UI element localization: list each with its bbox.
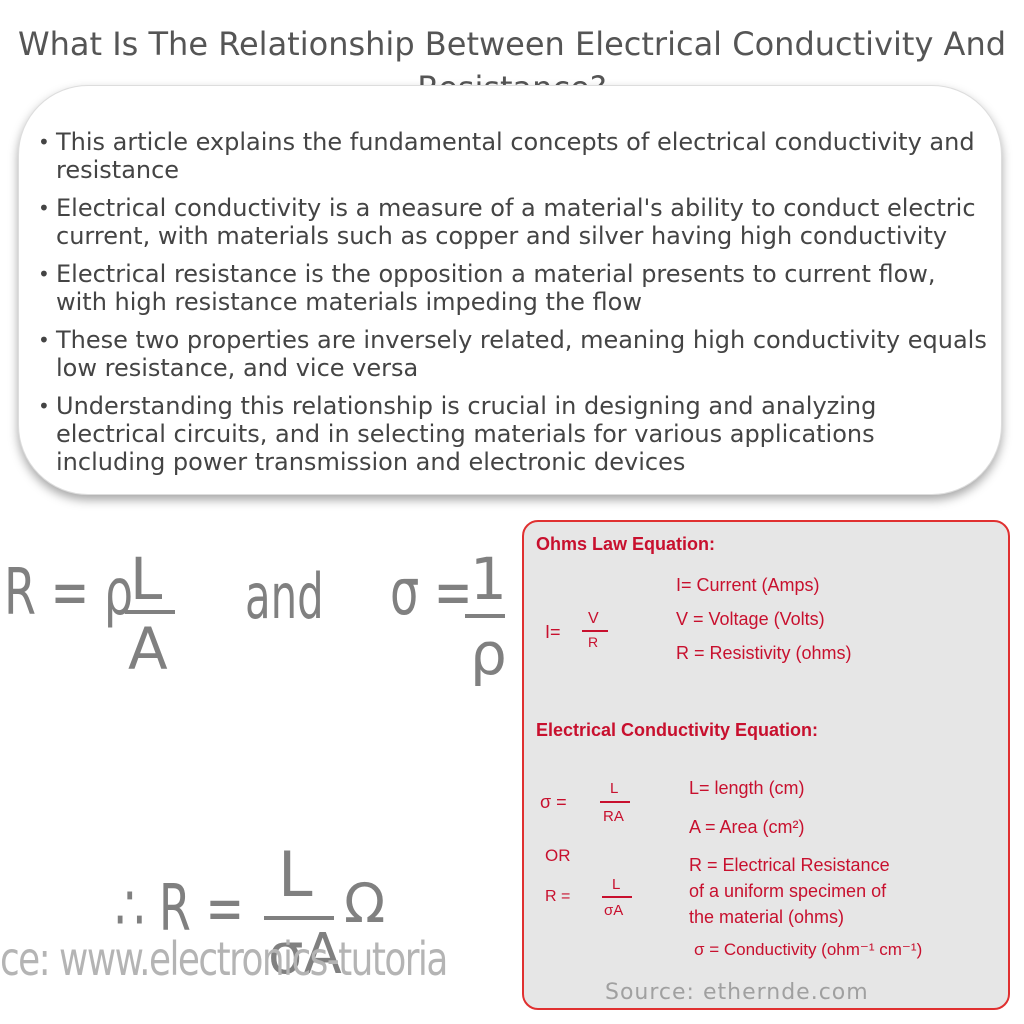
source-caption: Source: ethernde.com xyxy=(605,980,869,1005)
resistance-formula-denominator: A xyxy=(128,615,168,683)
summary-list: This article explains the fundamental co… xyxy=(38,128,988,486)
ohms-numerator: V xyxy=(588,610,599,627)
cond-def: the material (ohms) xyxy=(689,907,845,927)
sigma-numerator: L xyxy=(610,780,619,797)
resistance-formula-lhs: R = ρ xyxy=(4,556,134,630)
resistance-formula-numerator: L xyxy=(130,545,163,613)
fraction-bar xyxy=(600,801,630,803)
r-numerator: L xyxy=(612,876,621,893)
cond-def: of a uniform specimen of xyxy=(689,881,887,901)
sigma-denominator: RA xyxy=(603,808,624,825)
derived-formula-denominator: σA xyxy=(268,922,342,987)
fraction-bar xyxy=(125,610,175,614)
conductivity-heading: Electrical Conductivity Equation: xyxy=(536,720,819,740)
derived-formula-numerator: L xyxy=(278,838,313,911)
and-label: and xyxy=(245,560,324,633)
list-item: Understanding this relationship is cruci… xyxy=(38,392,988,476)
ohm-symbol: Ω xyxy=(344,872,386,935)
fraction-bar xyxy=(602,896,632,898)
watermark-text: ce: www.electronics-tutoria xyxy=(0,932,448,986)
cond-def: L= length (cm) xyxy=(689,778,805,798)
ohms-def: V = Voltage (Volts) xyxy=(676,609,825,629)
conductivity-formula-lhs: σ = xyxy=(390,556,473,630)
conductivity-def: σ = Conductivity (ohm⁻¹ cm⁻¹) xyxy=(694,940,923,959)
equation-panel xyxy=(522,520,1010,1010)
ohms-law-heading: Ohms Law Equation: xyxy=(536,534,716,554)
conductivity-formula-denominator: ρ xyxy=(470,620,507,688)
list-item: This article explains the fundamental co… xyxy=(38,128,988,184)
fraction-bar xyxy=(465,614,505,618)
derived-formula-lhs: ∴ R = xyxy=(115,872,245,946)
r-lhs: R = xyxy=(545,888,571,905)
or-label: OR xyxy=(545,846,571,865)
ohms-denominator: R xyxy=(588,634,599,650)
conductivity-formula-numerator: 1 xyxy=(470,545,507,613)
cond-def: R = Electrical Resistance xyxy=(689,855,890,875)
sigma-lhs: σ = xyxy=(540,792,567,812)
ohms-lhs: I= xyxy=(545,622,561,642)
ohms-def: R = Resistivity (ohms) xyxy=(676,643,852,663)
ohms-def: I= Current (Amps) xyxy=(676,575,820,595)
cond-def: A = Area (cm²) xyxy=(689,817,805,837)
list-item: Electrical resistance is the opposition … xyxy=(38,260,988,316)
list-item: These two properties are inversely relat… xyxy=(38,326,988,382)
list-item: Electrical conductivity is a measure of … xyxy=(38,194,988,250)
r-denominator: σA xyxy=(604,902,624,919)
fraction-bar xyxy=(582,630,608,632)
fraction-bar xyxy=(264,916,334,920)
